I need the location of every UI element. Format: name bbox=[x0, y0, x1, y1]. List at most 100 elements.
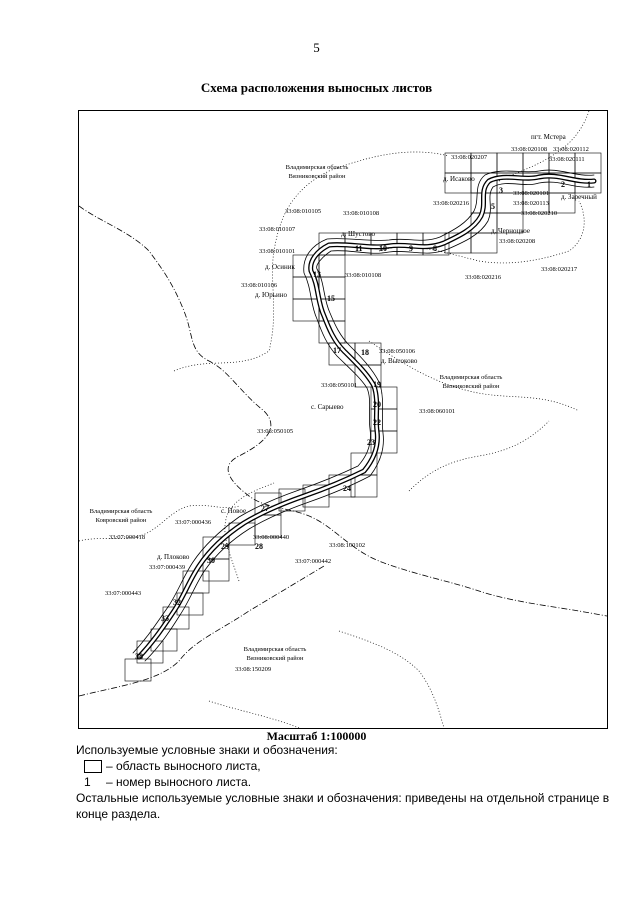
svg-text:32: 32 bbox=[173, 598, 181, 607]
settlement-vysokovo: д. Высоково bbox=[381, 357, 418, 365]
svg-text:2: 2 bbox=[561, 180, 565, 189]
legend-number-symbol: 1 bbox=[84, 775, 91, 789]
location-scheme-map: пгт. Мстера д. Исаково д. Заречный д. Че… bbox=[79, 111, 607, 728]
region-labels: Владимирская область Вязниковский район … bbox=[90, 164, 503, 662]
cadastral-labels: 33:08:020207 33:08:020108 33:08:020112 3… bbox=[105, 146, 589, 673]
svg-text:33:08:020108: 33:08:020108 bbox=[511, 146, 547, 153]
svg-text:33:08:010108: 33:08:010108 bbox=[343, 210, 379, 217]
legend-number-label: – номер выносного листа. bbox=[106, 775, 252, 789]
svg-text:22: 22 bbox=[373, 418, 381, 427]
dotted-boundary bbox=[79, 504, 240, 542]
river-corridor bbox=[132, 169, 597, 662]
svg-text:33:08:020210: 33:08:020210 bbox=[521, 210, 557, 217]
settlement-zarechny: д. Заречный bbox=[561, 193, 597, 201]
district-boundary-west bbox=[79, 565, 325, 697]
region-label-4: Владимирская область bbox=[244, 646, 307, 653]
svg-text:38: 38 bbox=[135, 652, 143, 661]
svg-text:33:08:020216: 33:08:020216 bbox=[465, 274, 502, 281]
svg-text:18: 18 bbox=[361, 348, 369, 357]
legend-box-label: – область выносного листа, bbox=[106, 759, 261, 773]
svg-text:33:08:000440: 33:08:000440 bbox=[253, 534, 289, 541]
svg-text:33:07:000418: 33:07:000418 bbox=[109, 534, 145, 541]
settlement-isakovo: д. Исаково bbox=[443, 175, 475, 183]
svg-text:33:08:020101: 33:08:020101 bbox=[513, 190, 549, 197]
svg-text:33:07:000443: 33:07:000443 bbox=[105, 590, 141, 597]
settlement-labels: пгт. Мстера д. Исаково д. Заречный д. Че… bbox=[157, 133, 597, 561]
svg-text:33:08:050105: 33:08:050105 bbox=[257, 428, 293, 435]
svg-text:30: 30 bbox=[207, 556, 215, 565]
svg-text:15: 15 bbox=[327, 294, 335, 303]
svg-text:33:08:150209: 33:08:150209 bbox=[235, 666, 271, 673]
dotted-boundary bbox=[224, 482, 275, 582]
svg-text:33:07:000442: 33:07:000442 bbox=[295, 558, 331, 565]
settlement-yurino: д. Юрьино bbox=[255, 291, 287, 299]
legend-other-note: Остальные используемые условные знаки и … bbox=[76, 791, 610, 821]
svg-text:19: 19 bbox=[373, 380, 381, 389]
svg-text:33:08:010101: 33:08:010101 bbox=[259, 248, 295, 255]
svg-text:33:08:020112: 33:08:020112 bbox=[553, 146, 589, 153]
svg-text:33:08:010106: 33:08:010106 bbox=[241, 282, 278, 289]
svg-text:33:08:050106: 33:08:050106 bbox=[379, 348, 416, 355]
region-label-3b: Ковровский район bbox=[96, 517, 147, 524]
page-number: 5 bbox=[313, 40, 320, 55]
svg-text:1: 1 bbox=[587, 180, 591, 189]
svg-text:10: 10 bbox=[379, 244, 387, 253]
svg-text:8: 8 bbox=[433, 244, 437, 253]
svg-text:33:08:060101: 33:08:060101 bbox=[419, 408, 455, 415]
svg-text:23: 23 bbox=[367, 438, 375, 447]
svg-text:33:08:020217: 33:08:020217 bbox=[541, 266, 578, 273]
svg-text:33:08:020216: 33:08:020216 bbox=[433, 200, 470, 207]
svg-text:3: 3 bbox=[499, 186, 503, 195]
svg-text:33:08:020207: 33:08:020207 bbox=[451, 154, 488, 161]
map-scale: Масштаб 1:100000 bbox=[266, 729, 367, 743]
svg-text:33: 33 bbox=[161, 614, 169, 623]
svg-text:13: 13 bbox=[313, 270, 321, 279]
region-label-2: Владимирская область bbox=[440, 374, 503, 381]
settlement-shustovo: д. Шустово bbox=[341, 230, 375, 238]
dotted-boundary bbox=[173, 151, 450, 372]
map-frame: пгт. Мстера д. Исаково д. Заречный д. Че… bbox=[78, 110, 608, 729]
legend-item-sheet-area: – область выносного листа, bbox=[76, 758, 616, 774]
svg-text:29: 29 bbox=[221, 542, 229, 551]
region-label-2b: Вязниковский район bbox=[443, 383, 500, 390]
region-label-3: Владимирская область bbox=[90, 508, 153, 515]
svg-text:33:08:020111: 33:08:020111 bbox=[549, 156, 585, 163]
svg-text:33:08:050101: 33:08:050101 bbox=[321, 382, 357, 389]
sheet-numbers: 38 33 32 30 29 28 27 24 23 22 20 19 18 1… bbox=[135, 180, 591, 661]
region-label-1: Владимирская область bbox=[286, 164, 349, 171]
dotted-boundary bbox=[208, 700, 300, 728]
legend-heading: Используемые условные знаки и обозначени… bbox=[76, 743, 338, 757]
svg-text:17: 17 bbox=[333, 346, 341, 355]
legend: Используемые условные знаки и обозначени… bbox=[76, 742, 616, 822]
svg-text:33:08:100102: 33:08:100102 bbox=[329, 542, 365, 549]
settlement-osinik: д. Осиник bbox=[265, 263, 295, 271]
svg-text:33:07:000439: 33:07:000439 bbox=[149, 564, 185, 571]
region-label-1b: Вязниковский район bbox=[289, 173, 346, 180]
dotted-boundary bbox=[408, 420, 550, 492]
svg-text:27: 27 bbox=[261, 504, 269, 513]
scheme-title: Схема расположения выносных листов bbox=[200, 80, 433, 95]
sheet-area-swatch bbox=[84, 760, 102, 773]
dotted-boundary bbox=[498, 111, 590, 182]
svg-text:33:08:020113: 33:08:020113 bbox=[513, 200, 549, 207]
sheet-boxes bbox=[124, 152, 602, 682]
svg-text:33:08:010105: 33:08:010105 bbox=[285, 208, 321, 215]
svg-text:33:08:020208: 33:08:020208 bbox=[499, 238, 535, 245]
svg-text:24: 24 bbox=[343, 484, 351, 493]
svg-text:20: 20 bbox=[373, 400, 381, 409]
svg-text:5: 5 bbox=[491, 202, 495, 211]
svg-text:33:07:000436: 33:07:000436 bbox=[175, 519, 212, 526]
dotted-boundary bbox=[338, 630, 445, 728]
svg-text:28: 28 bbox=[255, 542, 263, 551]
settlement-mstera: пгт. Мстера bbox=[531, 133, 567, 141]
svg-text:33:08:010108: 33:08:010108 bbox=[345, 272, 381, 279]
settlement-novoe: с. Новое bbox=[221, 507, 246, 515]
svg-text:9: 9 bbox=[409, 244, 413, 253]
settlement-chernotskoe: д. Черноцкое bbox=[491, 227, 530, 235]
legend-item-sheet-number: 1 – номер выносного листа. bbox=[76, 774, 616, 790]
district-boundary bbox=[79, 205, 607, 617]
region-label-4b: Вязниковский район bbox=[247, 655, 304, 662]
settlement-plokovo: д. Плоково bbox=[157, 553, 190, 561]
svg-text:11: 11 bbox=[355, 244, 363, 253]
settlement-saryevo: с. Сарыево bbox=[311, 403, 344, 411]
